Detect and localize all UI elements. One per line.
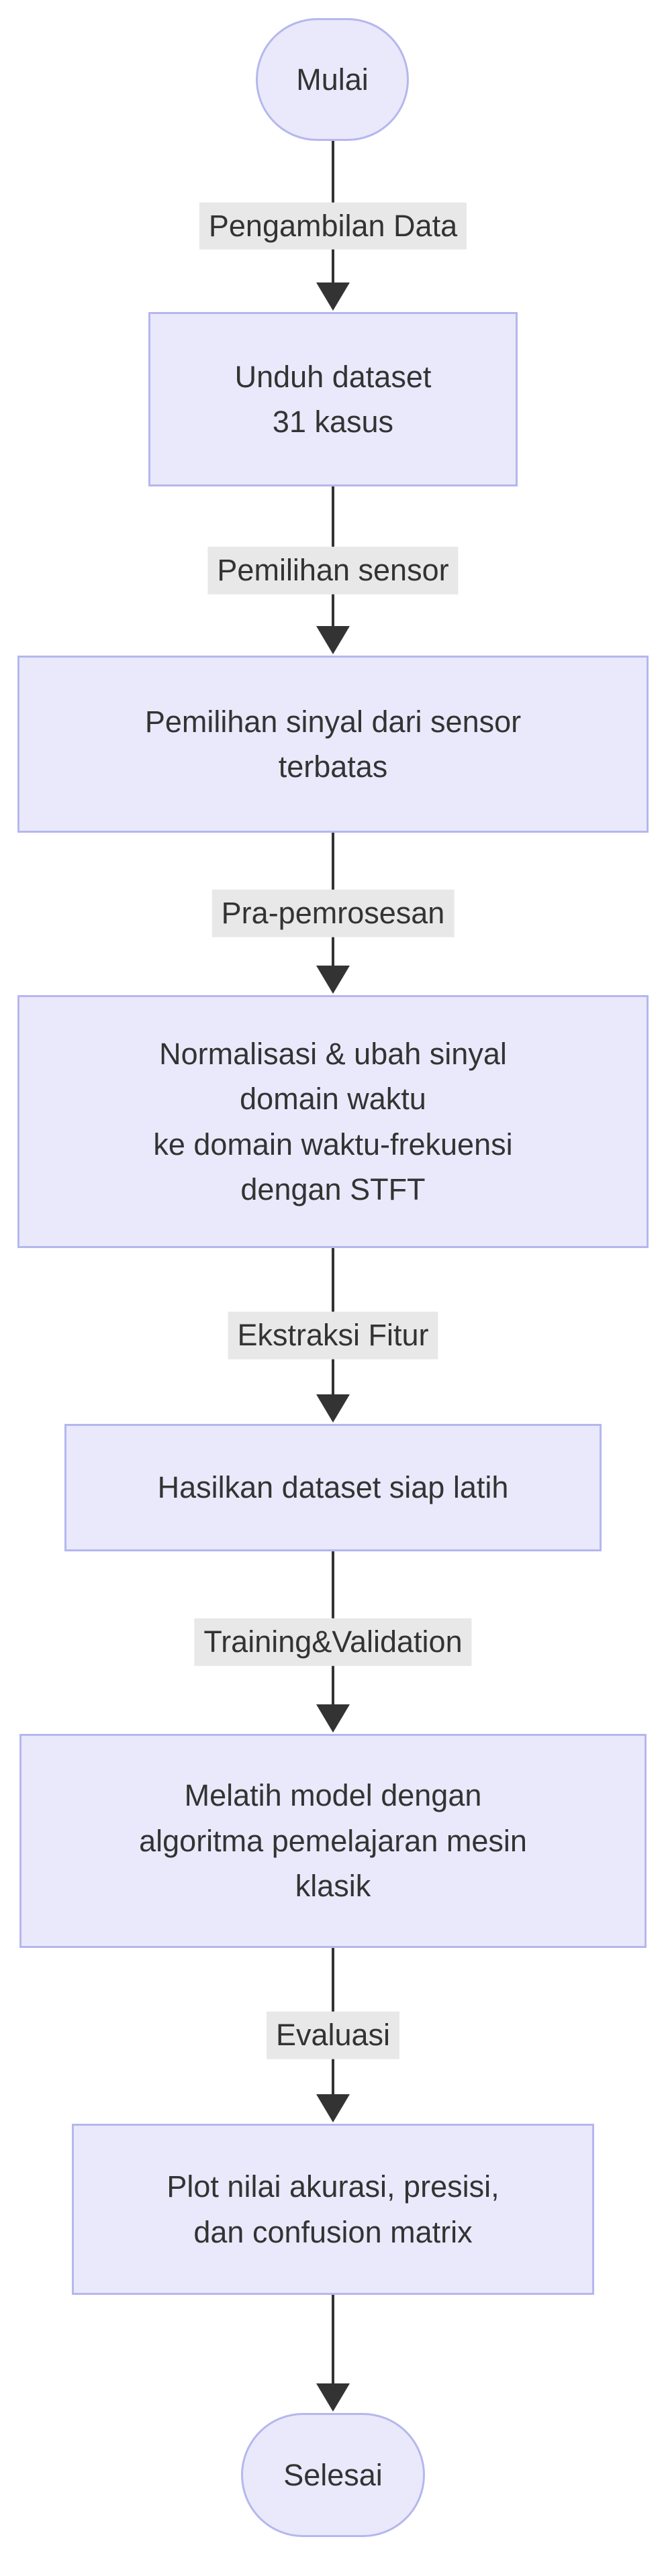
- edge-line: [332, 2295, 334, 2402]
- node-end: Selesai: [241, 2413, 425, 2537]
- edge-pra-pemrosesan: Pra-pemrosesan: [0, 833, 666, 994]
- edge-evaluasi: Evaluasi: [0, 1948, 666, 2122]
- edge-pengambilan-data: Pengambilan Data: [0, 141, 666, 311]
- edge-label-ekstraksi-fitur: Ekstraksi Fitur: [228, 1311, 438, 1359]
- arrow-down-icon: [316, 2094, 350, 2122]
- edge-ekstraksi-fitur: Ekstraksi Fitur: [0, 1248, 666, 1423]
- edge-to-selesai: [0, 2295, 666, 2412]
- node-pemilihan-sinyal: Pemilihan sinyal dari sensor terbatas: [17, 656, 649, 833]
- node-plot-hasil-label: Plot nilai akurasi, presisi, dan confusi…: [166, 2169, 500, 2249]
- node-end-label: Selesai: [283, 2457, 383, 2492]
- edge-training-validation: Training&Validation: [0, 1551, 666, 1733]
- arrow-down-icon: [316, 626, 350, 654]
- node-melatih-model-label: Melatih model dengan algoritma pemelajar…: [139, 1778, 527, 1904]
- node-start-label: Mulai: [296, 62, 369, 97]
- node-unduh-dataset: Unduh dataset 31 kasus: [148, 312, 518, 486]
- node-hasilkan-dataset-label: Hasilkan dataset siap latih: [157, 1470, 509, 1505]
- node-unduh-dataset-label: Unduh dataset 31 kasus: [234, 359, 432, 440]
- node-melatih-model: Melatih model dengan algoritma pemelajar…: [19, 1734, 647, 1948]
- arrow-down-icon: [316, 1394, 350, 1423]
- node-normalisasi-label: Normalisasi & ubah sinyal domain waktu k…: [153, 1036, 513, 1207]
- node-normalisasi: Normalisasi & ubah sinyal domain waktu k…: [17, 995, 649, 1248]
- edge-label-pra-pemrosesan: Pra-pemrosesan: [211, 889, 455, 937]
- edge-label-pengambilan-data: Pengambilan Data: [199, 202, 467, 250]
- arrow-down-icon: [316, 966, 350, 994]
- arrow-down-icon: [316, 2383, 350, 2412]
- node-plot-hasil: Plot nilai akurasi, presisi, dan confusi…: [72, 2124, 594, 2295]
- node-pemilihan-sinyal-label: Pemilihan sinyal dari sensor terbatas: [144, 704, 522, 784]
- node-hasilkan-dataset: Hasilkan dataset siap latih: [64, 1424, 602, 1551]
- arrow-down-icon: [316, 282, 350, 311]
- edge-label-pemilihan-sensor: Pemilihan sensor: [207, 546, 459, 595]
- edge-pemilihan-sensor: Pemilihan sensor: [0, 486, 666, 654]
- node-start: Mulai: [256, 18, 409, 141]
- arrow-down-icon: [316, 1704, 350, 1733]
- edge-label-training-validation: Training&Validation: [194, 1618, 472, 1666]
- edge-label-evaluasi: Evaluasi: [266, 2011, 400, 2059]
